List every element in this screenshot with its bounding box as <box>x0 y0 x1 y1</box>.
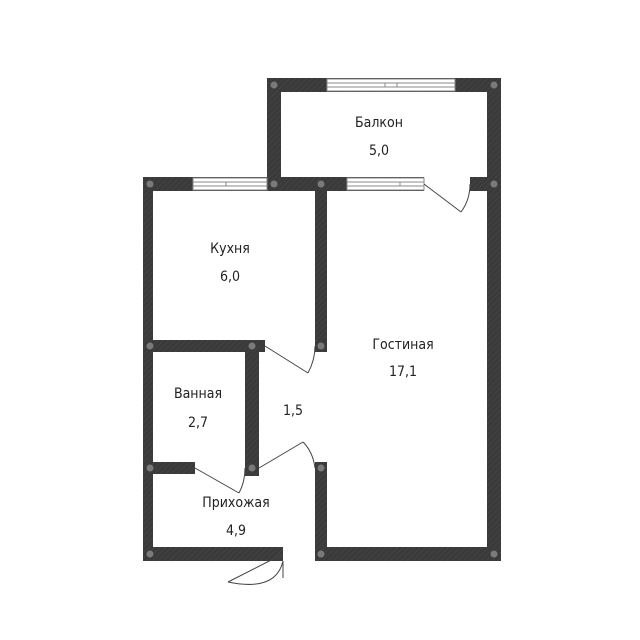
room-name-hallway: Прихожая <box>202 495 269 511</box>
wall-kitchen-living <box>315 177 327 352</box>
window-balcony <box>326 78 456 92</box>
walls <box>143 78 501 561</box>
doors <box>194 183 471 585</box>
wall-balcony-right <box>487 78 501 190</box>
door-bathroom <box>194 467 246 494</box>
room-name-kitchen: Кухня <box>210 241 250 257</box>
room-name-bathroom: Ванная <box>174 386 222 402</box>
room-labels: Балкон 5,0 Кухня 6,0 Гостиная 17,1 Ванна… <box>174 115 434 539</box>
room-area-balcony: 5,0 <box>369 143 389 159</box>
wall-bottom-right <box>320 547 501 561</box>
window-kitchen <box>192 177 268 191</box>
room-name-living: Гостиная <box>372 337 433 353</box>
door-entrance <box>227 553 284 585</box>
wall-outer-left <box>143 177 153 561</box>
wall-joints <box>146 81 498 558</box>
room-area-kitchen: 6,0 <box>220 269 240 285</box>
door-kitchen <box>264 345 316 374</box>
room-name-balcony: Балкон <box>355 115 403 131</box>
room-area-hallway: 4,9 <box>226 523 246 539</box>
room-area-living: 17,1 <box>389 364 417 380</box>
windows <box>192 78 456 191</box>
wall-balcony-left <box>267 78 281 190</box>
door-corridor <box>258 441 316 469</box>
room-area-bathroom: 2,7 <box>188 415 208 431</box>
door-balcony <box>423 183 471 213</box>
room-area-corridor: 1,5 <box>283 403 303 419</box>
wall-hallway-right <box>315 462 327 561</box>
window-balcony-door <box>346 177 425 191</box>
wall-kitchen-bottom <box>143 340 265 352</box>
wall-bottom-left <box>143 547 283 561</box>
wall-bathroom-bottom <box>143 462 195 474</box>
wall-bathroom-right <box>245 340 259 476</box>
wall-outer-right <box>487 177 501 561</box>
